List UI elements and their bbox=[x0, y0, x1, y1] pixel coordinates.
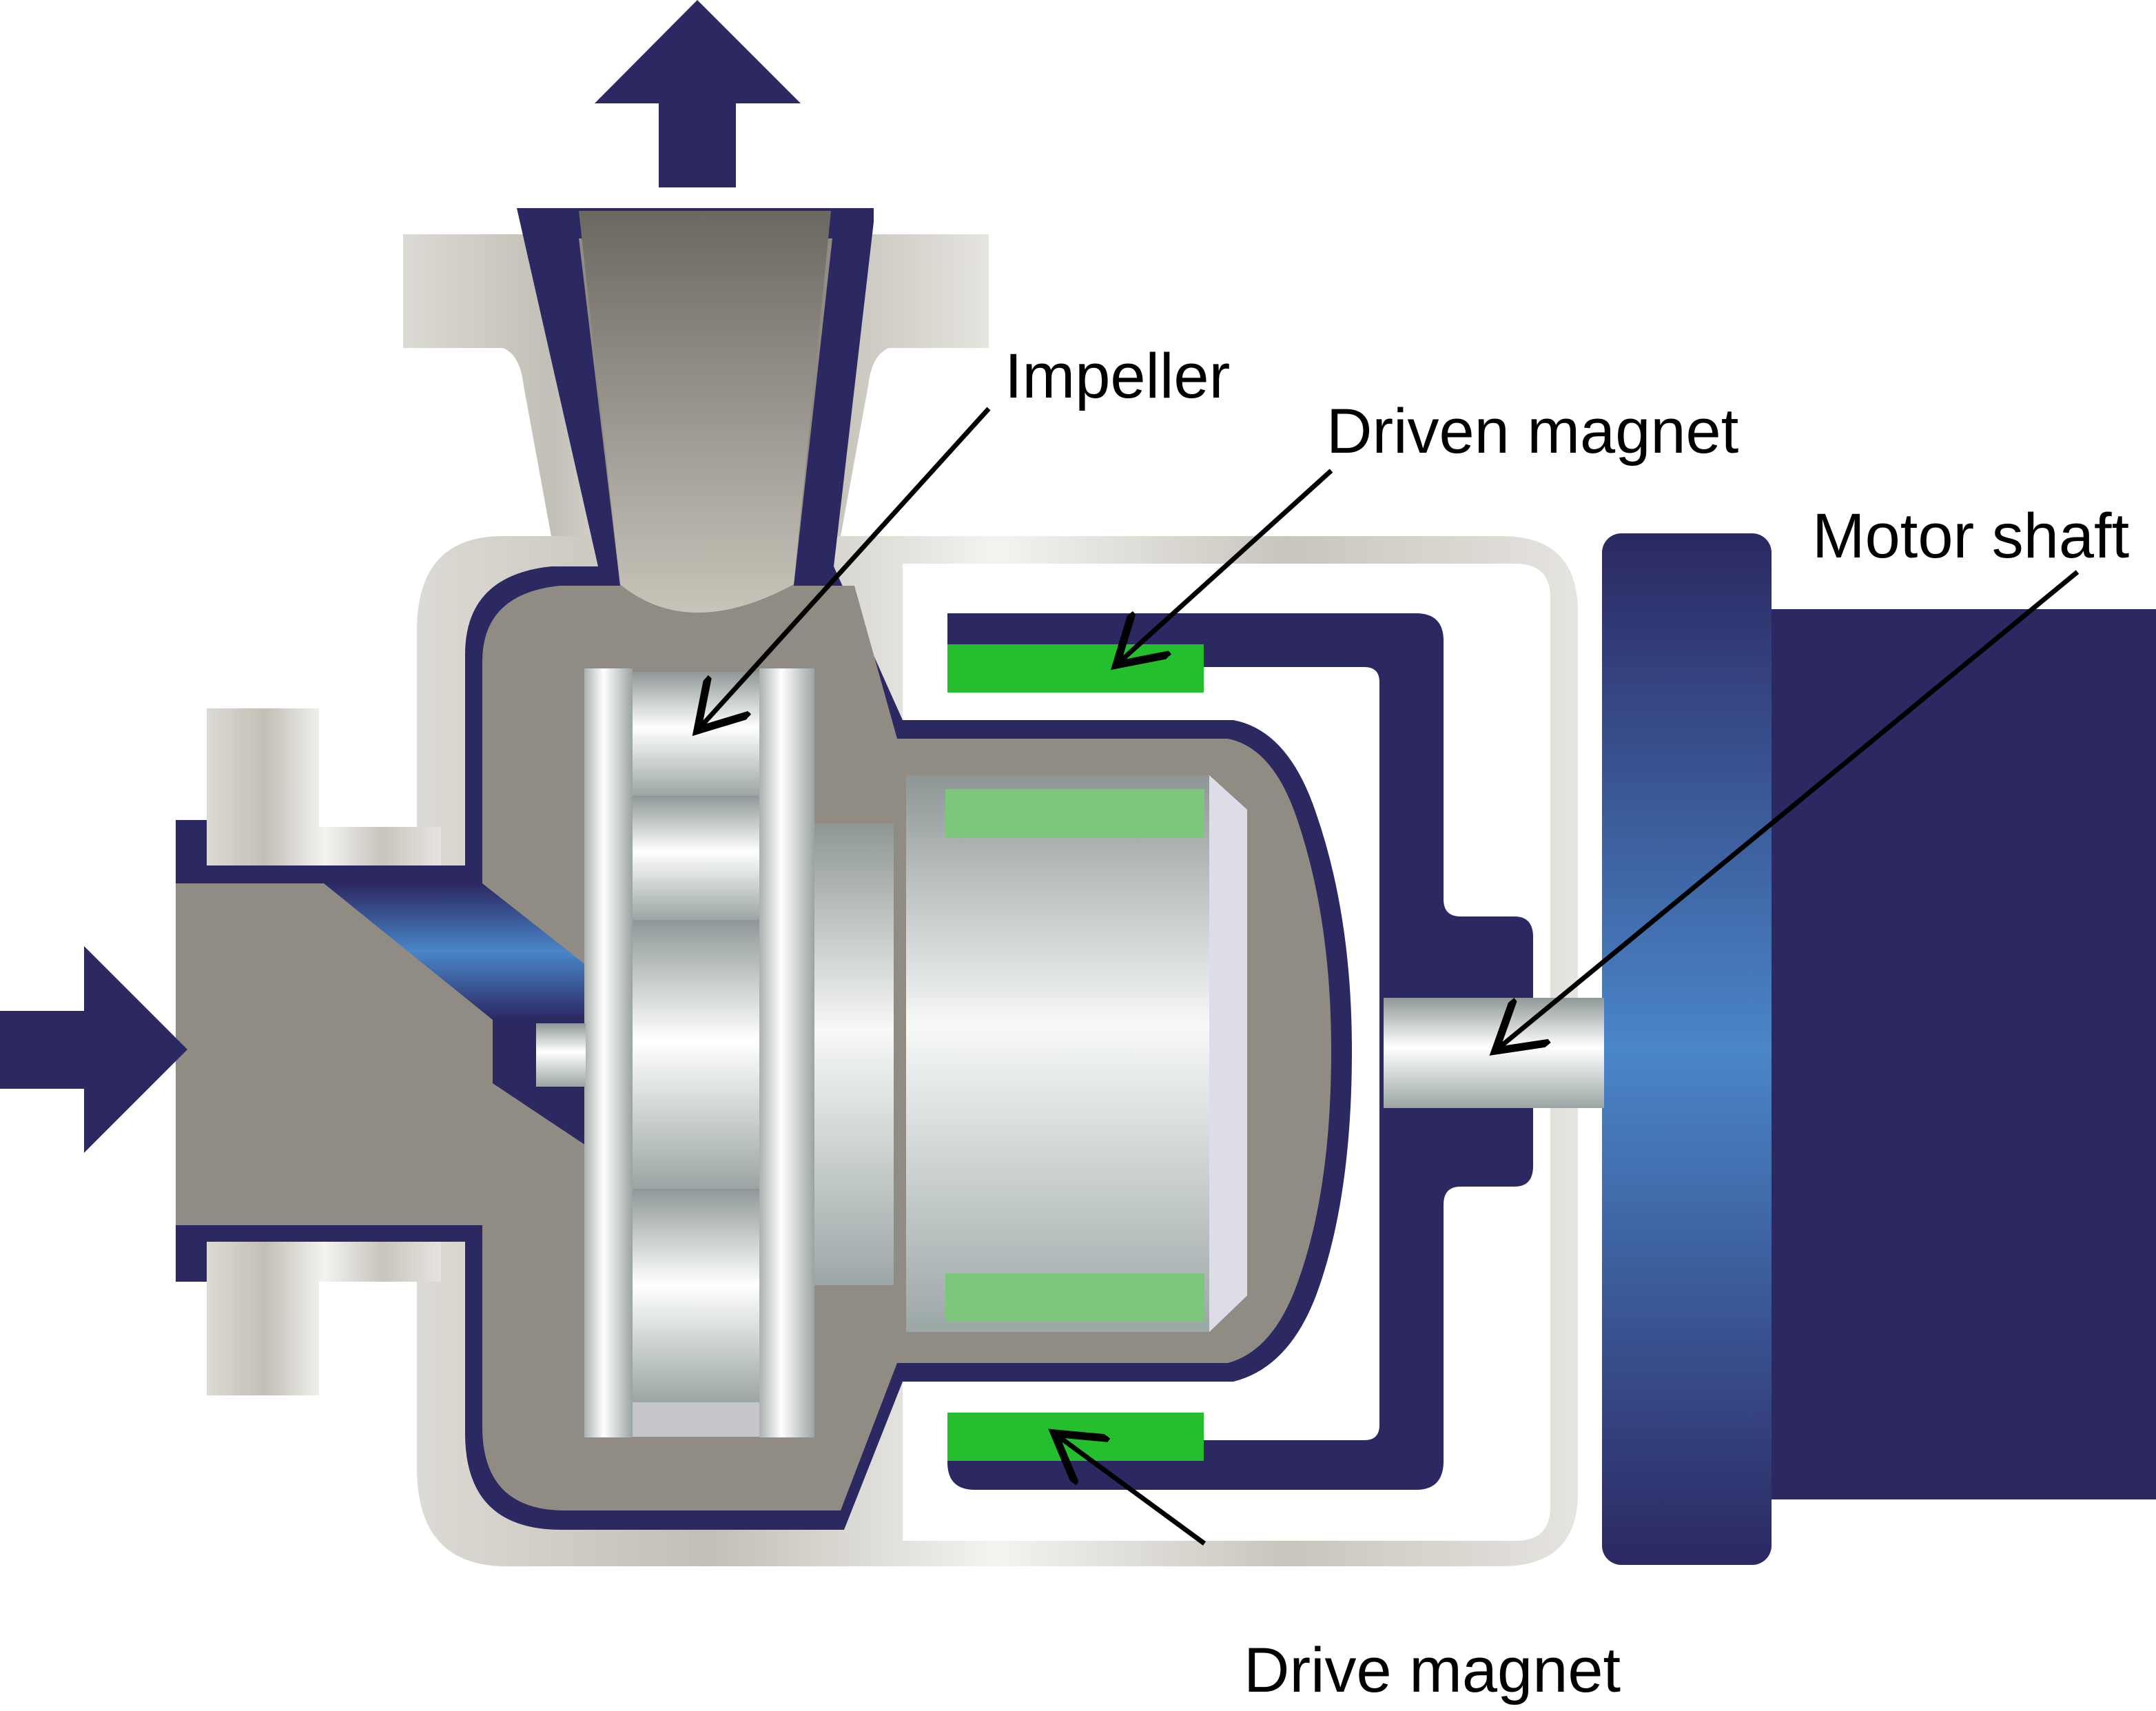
label-impeller: Impeller bbox=[1005, 341, 1231, 411]
motor-flange bbox=[1602, 533, 1772, 1565]
motor-body bbox=[1771, 609, 2156, 1499]
impeller-leader bbox=[697, 407, 991, 730]
leader-lines bbox=[697, 407, 2080, 1546]
drive-magnet-carrier bbox=[947, 613, 1533, 1490]
impeller-hub bbox=[814, 823, 894, 1285]
driven-rotor bbox=[906, 775, 1247, 1332]
label-motor-shaft: Motor shaft bbox=[1812, 501, 2130, 571]
label-drive-magnet: Drive magnet bbox=[1244, 1635, 1621, 1705]
impeller bbox=[536, 668, 894, 1437]
impeller-back-shroud bbox=[584, 668, 633, 1437]
impeller-shaft-stub bbox=[536, 1023, 586, 1087]
motor-shaft bbox=[1384, 998, 1604, 1108]
impeller-vane bbox=[633, 1189, 759, 1402]
drive-magnet-leader bbox=[1054, 1433, 1207, 1546]
inlet-flow-arrow bbox=[0, 946, 187, 1153]
drive-magnet-top bbox=[947, 644, 1204, 693]
motor bbox=[1602, 533, 2156, 1565]
outlet-flow-arrow bbox=[595, 0, 801, 187]
rotor-end-cap bbox=[1209, 775, 1247, 1332]
impeller-front-shroud bbox=[759, 668, 814, 1437]
driven-magnet-segment bbox=[945, 789, 1204, 837]
impeller-vane bbox=[633, 672, 759, 796]
outlet-throat bbox=[579, 211, 831, 613]
driven-magnet-segment bbox=[945, 1273, 1204, 1322]
rotor-body bbox=[906, 775, 1247, 1332]
impeller-vane bbox=[633, 796, 759, 920]
impeller-vane bbox=[633, 1402, 759, 1437]
label-driven-magnet: Driven magnet bbox=[1326, 396, 1739, 467]
inlet-bore bbox=[324, 883, 586, 1020]
motor-shaft-leader bbox=[1495, 570, 2080, 1051]
drive-magnet-bottom bbox=[947, 1413, 1204, 1461]
driven-magnet-leader bbox=[1116, 469, 1333, 665]
impeller-vane bbox=[633, 920, 759, 1189]
